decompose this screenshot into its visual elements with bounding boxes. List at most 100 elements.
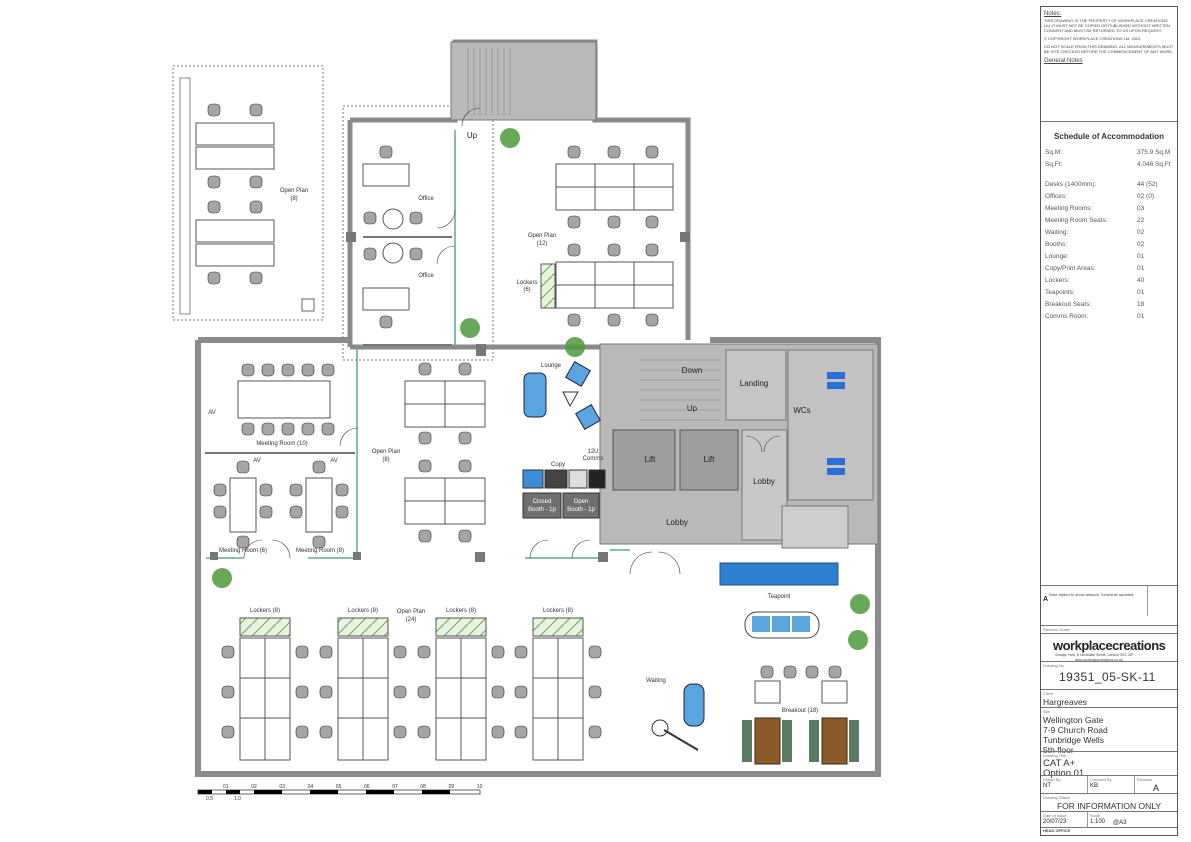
drawing-scale: 1:100 — [1090, 819, 1106, 825]
company-section: workplacecreations Vintage Yard, 8 Varns… — [1041, 633, 1177, 662]
chair — [409, 247, 423, 261]
stair-treads-top — [467, 48, 511, 115]
label-lobby: Lobby — [666, 518, 688, 527]
label-open-plan-12-count: (12) — [537, 241, 548, 247]
label-lockers-d: Lockers (8) — [543, 608, 573, 614]
chair — [417, 645, 431, 659]
chair — [363, 211, 377, 225]
schedule-value: 02 — [1137, 241, 1145, 248]
chair — [783, 665, 797, 679]
schedule-row: Offices:02 (0) — [1041, 191, 1177, 203]
lift-2-shaft — [679, 429, 739, 491]
label-up-top: Up — [467, 131, 478, 140]
revision-notes-label-row: Revision Notes — [1041, 625, 1177, 633]
chair — [221, 725, 235, 739]
chair — [393, 725, 407, 739]
schedule-area-row: Sq.Ft:4,046 Sq.Ft — [1041, 159, 1177, 171]
label-meeting-8: Meeting Room (8) — [296, 548, 344, 554]
teapoint-counter — [719, 562, 839, 586]
plant-icon — [460, 318, 480, 338]
chair — [259, 505, 273, 519]
label-lift-2: Lift — [704, 455, 715, 464]
label-office-2: Office — [418, 273, 434, 279]
chair — [259, 483, 273, 497]
schedule-label: Meeting Room Seats: — [1045, 217, 1108, 224]
chair — [760, 665, 774, 679]
chair — [207, 103, 221, 117]
chair — [458, 529, 472, 543]
scale-tick-label: 09 — [449, 784, 455, 790]
revision-value: A — [1152, 783, 1159, 793]
scale-tick-label: 06 — [364, 784, 370, 790]
chair — [312, 535, 326, 549]
scale-tick-label: 02 — [251, 784, 257, 790]
drawing-title-label: Drawing Title — [1043, 753, 1067, 758]
plant-icon — [850, 594, 870, 614]
chair — [379, 145, 393, 159]
chair — [241, 363, 255, 377]
scale-tick-label: 05 — [336, 784, 342, 790]
chair — [319, 725, 333, 739]
chair — [418, 362, 432, 376]
label-open-plan-8-mid-count: (8) — [382, 457, 389, 463]
label-lockers-6-count: (6) — [523, 287, 530, 293]
schedule-row: Lockers:40 — [1041, 275, 1177, 287]
desk-cluster-open-plan-12 — [555, 163, 674, 309]
chair — [289, 505, 303, 519]
chairs-layer — [207, 103, 842, 739]
label-lift-1: Lift — [645, 455, 656, 464]
scale-bar — [197, 789, 481, 795]
drawn-by-cell: Drawn By NT — [1041, 776, 1088, 794]
chair — [567, 243, 581, 257]
label-open-plan-8-top: Open Plan — [280, 188, 308, 194]
chair — [491, 645, 505, 659]
plant-icon — [500, 128, 520, 148]
chair — [213, 483, 227, 497]
label-open-plan-24: Open Plan — [397, 609, 425, 615]
partition-hatch — [205, 236, 452, 454]
lift-1-shaft — [612, 429, 676, 491]
desk-cluster-open-plan-8 — [404, 380, 486, 525]
office-round-table-2 — [382, 242, 404, 264]
status-label: Drawing Status — [1043, 795, 1071, 800]
notes-copyright: © COPYRIGHT WORKPLACE CREATIONS Ltd. 202… — [1044, 36, 1141, 41]
scale-tick-label: 07 — [392, 784, 398, 790]
label-av-2: AV — [253, 458, 261, 464]
chair — [805, 665, 819, 679]
general-notes-heading: General Notes — [1044, 58, 1083, 64]
schedule-value: 03 — [1137, 205, 1145, 212]
label-comms: 12U — [587, 449, 598, 455]
landing-area — [725, 349, 787, 421]
meeting-table-6 — [229, 477, 257, 533]
chair — [567, 215, 581, 229]
scale-subtick-label: 0.5 — [206, 796, 213, 802]
chair — [418, 459, 432, 473]
status-row: Drawing Status FOR INFORMATION ONLY — [1041, 793, 1177, 812]
schedule-label: Meeting Rooms: — [1045, 205, 1093, 212]
drawn-by: NT — [1043, 783, 1051, 789]
chair — [312, 460, 326, 474]
date-of-issue: 20/07/23 — [1043, 819, 1067, 825]
chair — [236, 535, 250, 549]
chair — [289, 483, 303, 497]
chair — [607, 145, 621, 159]
schedule-value: 01 — [1137, 253, 1145, 260]
date-scale-row: Date of Issue 20/07/23 Scale 1:100 @A3 — [1041, 811, 1177, 828]
schedule-area-row: Sq.M:375.9 Sq.M — [1041, 147, 1177, 159]
chair — [588, 645, 602, 659]
drawing-status: FOR INFORMATION ONLY — [1056, 801, 1162, 811]
scale-tick-label: 08 — [420, 784, 426, 790]
office-desks — [362, 163, 410, 311]
client-label: Client — [1043, 691, 1054, 696]
schedule-row: Meeting Rooms: 03 — [1041, 203, 1177, 215]
plant-icon — [565, 337, 585, 357]
label-landing: Landing — [740, 379, 768, 388]
stair-treads-core — [640, 359, 720, 421]
label-booth-2-sub: Booth - 1p — [567, 507, 595, 513]
waiting-furniture — [651, 683, 705, 751]
schedule-section: Schedule of Accommodation Sq.M:375.9 Sq.… — [1041, 121, 1177, 592]
chair — [393, 645, 407, 659]
chair — [607, 243, 621, 257]
